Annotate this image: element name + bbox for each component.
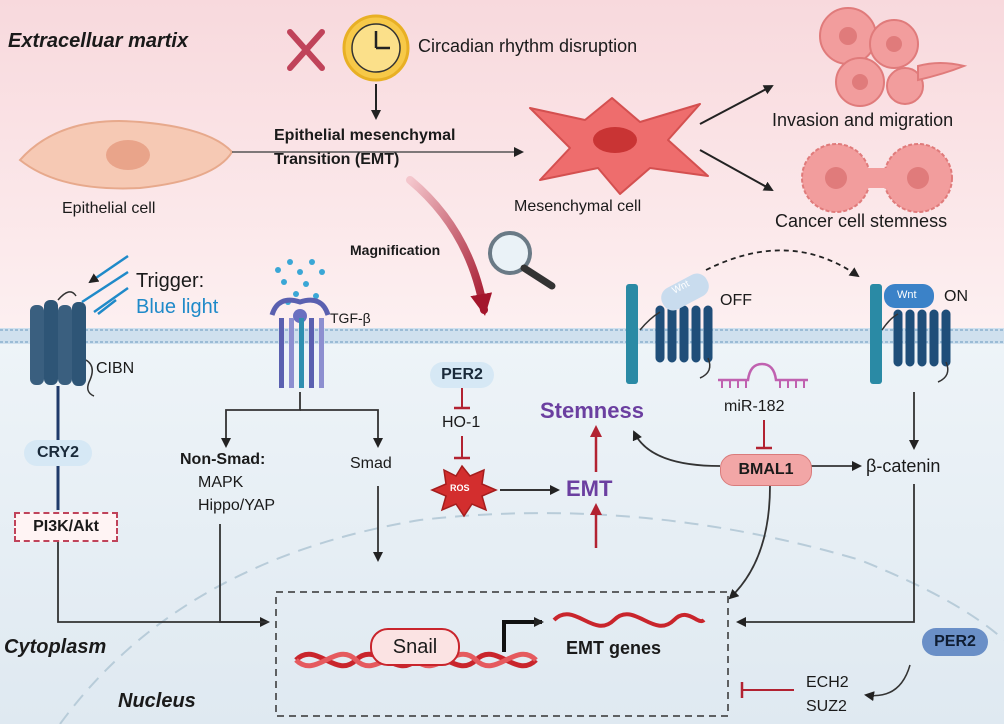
mir182-label: miR-182 (724, 398, 785, 415)
emt-title-line2: Transition (EMT) (274, 151, 400, 168)
wnt-ligand-on-icon (884, 284, 934, 308)
magnifier-icon (488, 231, 556, 290)
arrow-to-invasion (699, 85, 774, 125)
invasion-cells-illustration (819, 7, 968, 107)
wnt-receptor-on-icon (870, 284, 951, 384)
per2-to-ech2-arrow (864, 664, 911, 702)
suz2-label: SUZ2 (806, 698, 847, 715)
tgf-to-smad-arrow (300, 409, 383, 448)
wnt-receptor-off-icon (626, 284, 713, 384)
blue-light-rays-icon (81, 254, 129, 315)
cytoplasm-label: Cytoplasm (4, 636, 107, 658)
tgf-to-nonsmad-arrow (221, 392, 301, 448)
mir182-icon (718, 362, 808, 388)
cibn-receptor-icon (30, 291, 95, 397)
wnt-on-label: ON (944, 288, 968, 305)
clock-icon (342, 14, 410, 82)
nucleus-label: Nucleus (118, 690, 196, 712)
prohibited-x-icon (287, 29, 325, 71)
epithelial-cell-illustration (18, 120, 234, 190)
emt-label: EMT (566, 476, 613, 501)
ros-label: ROS (450, 483, 470, 493)
magnification-arrow (406, 176, 493, 316)
extracellular-matrix-label: Extracelluar martix (8, 30, 189, 52)
emt-genes-mrna-icon (552, 612, 706, 628)
hippo-yap-label: Hippo/YAP (198, 497, 276, 514)
epithelial-cell-label: Epithelial cell (62, 200, 156, 217)
beta-catenin-label: β-catenin (866, 456, 941, 476)
emt-genes-label: EMT genes (566, 638, 662, 658)
nuclear-envelope (59, 512, 1004, 724)
ho1-label: HO-1 (442, 414, 481, 431)
stemness-label: Stemness (540, 398, 644, 423)
per2-nuclear-badge: PER2 (922, 628, 988, 656)
blue-light-label: Blue light (136, 296, 219, 318)
ech2-label: ECH2 (806, 674, 849, 691)
nonsmad-to-nucleus-arrow (219, 524, 268, 623)
non-smad-label: Non-Smad: (180, 451, 266, 468)
magnification-label: Magnification (350, 242, 441, 258)
tgf-beta-receptor-icon (269, 297, 331, 388)
bmal1-badge: BMAL1 (720, 454, 812, 486)
cibn-label: CIBN (96, 360, 135, 377)
mapk-label: MAPK (198, 474, 244, 491)
wnt-on-ligand-label: Wnt (897, 289, 917, 301)
mesenchymal-cell-illustration (529, 97, 709, 195)
wnt-off-to-on-arrow (705, 249, 860, 278)
pi3k-to-nucleus-arrow (57, 540, 270, 627)
wnt-off-label: OFF (720, 292, 752, 309)
arrow-to-stemness (699, 149, 774, 191)
per2-badge: PER2 (430, 362, 494, 388)
wnt-ligand-off-icon (661, 273, 709, 311)
emt-title-line1: Epithelial mesenchymal (274, 127, 456, 144)
trigger-label: Trigger: (136, 270, 205, 292)
snail-badge: Snail (370, 628, 460, 666)
tgf-beta-ligand-icon (275, 259, 325, 305)
mesenchymal-cell-label: Mesenchymal cell (514, 198, 642, 215)
circadian-label: Circadian rhythm disruption (418, 36, 638, 56)
ros-burst-icon (430, 464, 498, 518)
smad-label: Smad (350, 455, 392, 472)
bmal1-to-stemness-arrow (632, 430, 721, 467)
invasion-label: Invasion and migration (772, 110, 954, 130)
cell-membrane (0, 328, 1004, 344)
transcription-arrow (502, 617, 544, 652)
bmal1-to-nucleus-arrow (728, 485, 771, 600)
bcatenin-to-nucleus-arrow (736, 484, 915, 627)
stemness-cells-illustration (801, 143, 953, 213)
tgf-beta-label: TGF-β (330, 310, 371, 326)
cancer-stemness-label: Cancer cell stemness (775, 211, 948, 231)
cry2-badge: CRY2 (24, 440, 92, 466)
pi3k-akt-box: PI3K/Akt (14, 512, 118, 542)
cytoplasm-background (0, 335, 1004, 724)
